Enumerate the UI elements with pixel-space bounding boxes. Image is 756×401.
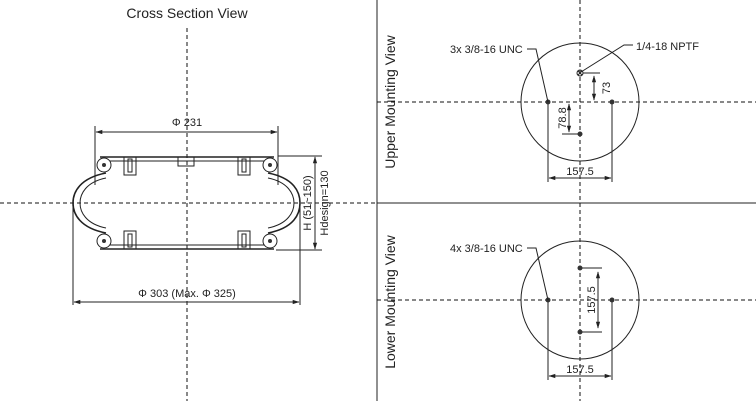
- hole-offset-label: 78.8: [557, 107, 569, 128]
- mounting-hole: [577, 329, 583, 335]
- upper-mounting-view: Upper Mounting View 3x 3/8-16 UNC 1/4-18…: [377, 0, 756, 203]
- leader-line: [527, 48, 549, 103]
- upper-plate-outline: [520, 42, 640, 162]
- mounting-hole: [577, 131, 583, 137]
- studs: [123, 156, 251, 250]
- horizontal-spacing-label: 157.5: [566, 364, 594, 376]
- mounting-hole: [577, 265, 583, 271]
- port-offset-label: 73: [601, 82, 613, 94]
- thread-label: 4x 3/8-16 UNC: [450, 243, 523, 255]
- bellow-right-inner: [267, 177, 295, 229]
- hole-spacing-label: 157.5: [566, 166, 594, 178]
- lower-plate-outline: [520, 240, 640, 360]
- port-label: 1/4-18 NPTF: [636, 41, 699, 53]
- lower-mounting-view: Lower Mounting View 4x 3/8-16 UNC 157.5 …: [377, 203, 756, 401]
- design-height-label: Hdesign=130: [319, 170, 331, 235]
- mounting-hole: [609, 99, 615, 105]
- lower-mounting-title: Lower Mounting View: [382, 234, 398, 368]
- height-range-label: H (51~150): [302, 175, 314, 230]
- leader-line: [580, 44, 633, 73]
- vertical-spacing-label: 157.5: [586, 286, 598, 314]
- leader-line: [527, 247, 549, 301]
- bead-rings: [96, 157, 278, 249]
- bellow-left-inner: [79, 177, 107, 229]
- thread-label: 3x 3/8-16 UNC: [450, 44, 523, 56]
- mounting-hole: [609, 297, 615, 303]
- cross-section-view: Cross Section View Φ: [0, 5, 377, 401]
- upper-mounting-title: Upper Mounting View: [382, 34, 398, 168]
- top-diameter-label: Φ 231: [172, 117, 202, 129]
- cross-section-title: Cross Section View: [126, 5, 248, 21]
- outer-diameter-label: Φ 303 (Max. Φ 325): [138, 288, 236, 300]
